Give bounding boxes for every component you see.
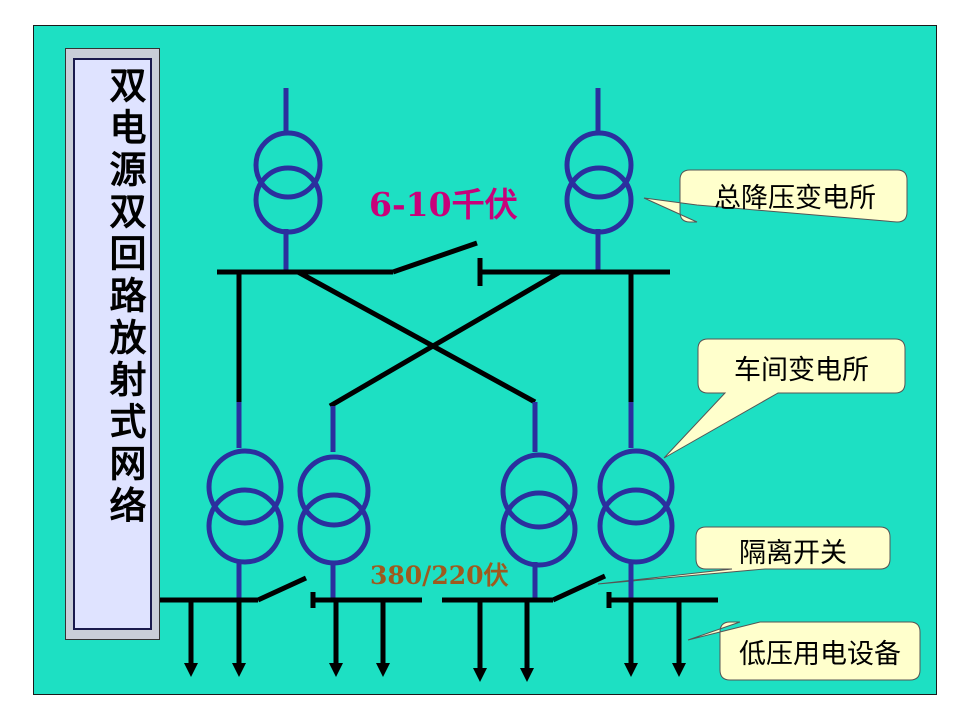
radial-feeders [236, 269, 634, 409]
callout-isolating-switch [597, 526, 891, 585]
workshop-transformer-4 [597, 448, 675, 565]
workshop-transformer-3 [500, 452, 578, 568]
title-inner-frame: 双电源双回路放射式网络 [73, 58, 152, 630]
diagram-title: 双电源双回路放射式网络 [103, 66, 146, 528]
lv-busbar-group-right [442, 573, 718, 608]
hv-bus-tie-switch [392, 240, 483, 286]
callout-workshop-substation-text: 车间变电所 [734, 355, 869, 386]
main-transformer-left [253, 130, 323, 235]
callout-low-voltage-equipment [687, 621, 921, 681]
workshop-transformer-2 [297, 454, 371, 566]
high-voltage-label: 6-10千伏 [369, 185, 518, 224]
callout-workshop-substation [663, 338, 906, 459]
workshop-feeder-drops [236, 402, 634, 598]
lv-outgoing-feeders [184, 600, 686, 682]
main-transformer-right [564, 130, 634, 235]
lv-busbar-group-left [160, 575, 422, 608]
title-frame: 双电源双回路放射式网络 [65, 48, 160, 640]
callout-low-voltage-equipment-text: 低压用电设备 [739, 639, 901, 670]
callout-main-substation [643, 169, 908, 223]
callout-isolating-switch-text: 隔离开关 [739, 538, 847, 569]
low-voltage-label: 380/220伏 [370, 561, 509, 590]
workshop-transformer-1 [206, 448, 284, 565]
callout-main-substation-text: 总降压变电所 [714, 183, 876, 214]
